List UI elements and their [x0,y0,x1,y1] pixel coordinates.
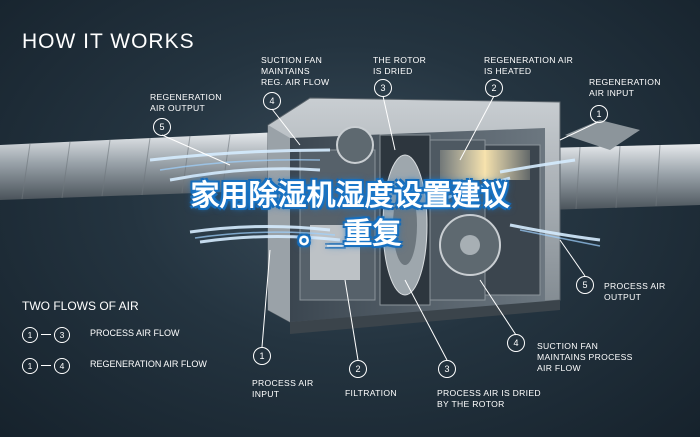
legend-title: TWO FLOWS OF AIR [22,299,139,313]
left-duct-ribs [21,134,231,200]
page-title: HOW IT WORKS [22,30,195,53]
legend-end-circle: 3 [54,326,70,343]
label-process-air-input: PROCESS AIR INPUT [252,378,314,399]
leader-lines [161,95,599,361]
heater-glow [440,150,530,180]
left-duct [0,132,280,200]
overlay-line-2: 。_重复 [298,218,402,250]
overlay-headline: 家用除湿机湿度设置建议 。_重复 [100,177,600,253]
label-suction-fan-process: SUCTION FAN MAINTAINS PROCESS AIR FLOW [537,341,633,373]
label-regen-air-output: REGENERATION AIR OUTPUT [150,92,222,113]
label-regen-heated: REGENERATION AIR IS HEATED [484,55,574,76]
callout-1-top: 1 [590,105,608,123]
air-flow-streaks [149,148,601,244]
callout-4-top: 4 [263,92,281,110]
overlay-line-1: 家用除湿机湿度设置建议 [190,180,510,212]
label-rotor-dried: THE ROTOR IS DRIED [373,55,427,76]
legend-end-circle: 4 [54,357,70,374]
callout-2-bottom: 2 [349,360,367,378]
callout-2-top: 2 [485,79,503,97]
callout-3-top: 3 [374,79,392,97]
regen-fan [336,126,374,164]
callout-3-bottom: 3 [438,360,456,378]
right-duct [545,144,700,210]
legend-start-circle: 1 [22,357,38,374]
legend-label-process: PROCESS AIR FLOW [90,328,180,338]
callout-1-bottom: 1 [253,347,271,365]
label-process-air-dried: PROCESS AIR IS DRIED BY THE ROTOR [437,388,541,409]
legend-label-regeneration: REGENERATION AIR FLOW [90,359,207,369]
label-process-air-output: PROCESS AIR OUTPUT [604,281,666,302]
callout-4-bottom: 4 [507,334,525,352]
label-filtration: FILTRATION [345,388,397,398]
callout-5-top: 5 [153,118,171,136]
legend-start-circle: 1 [22,326,38,343]
label-suction-fan-regen: SUCTION FAN MAINTAINS REG. AIR FLOW [261,55,330,87]
callout-5-bottom: 5 [576,276,594,294]
label-regen-air-input: REGENERATION AIR INPUT [589,77,661,98]
